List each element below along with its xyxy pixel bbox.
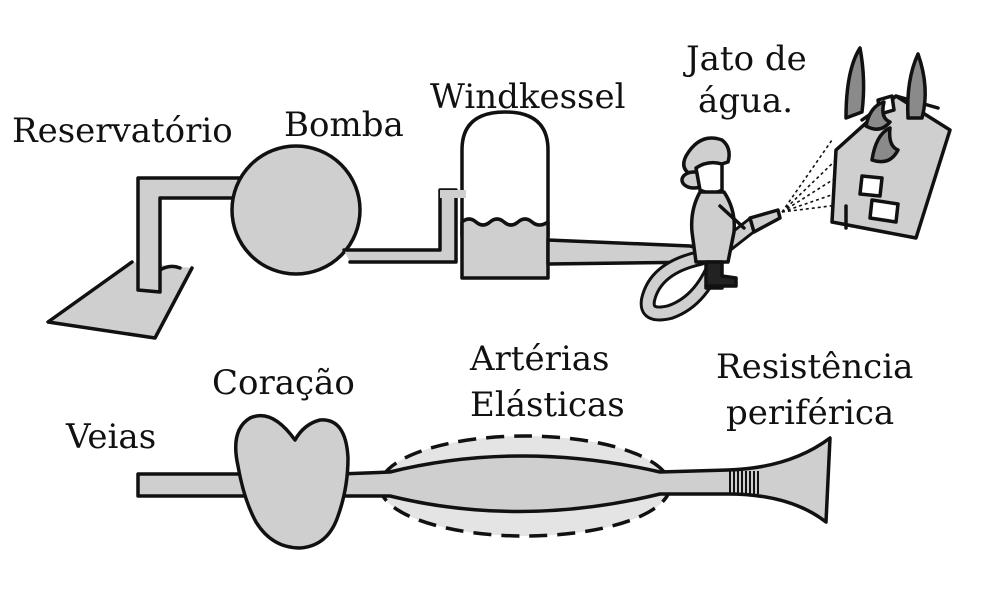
reservoir-label: Reservatório	[12, 111, 233, 151]
cardiovascular-model: Veias Coração Artérias Elásticas Resistê…	[65, 339, 913, 550]
arteries-label-line2: Elásticas	[470, 385, 625, 425]
water-jet-label-line2: água.	[698, 81, 793, 121]
flame	[864, 100, 892, 131]
veins-label: Veias	[65, 417, 156, 457]
pump-label: Bomba	[284, 105, 404, 145]
nozzle	[748, 208, 782, 234]
peripheral-resistance-hatching	[729, 471, 759, 494]
water-jet-label-line1: Jato de	[683, 39, 807, 79]
arteries-label-line1: Artérias	[469, 339, 609, 379]
burning-house	[830, 46, 952, 240]
resistance-label-line2: periférica	[726, 393, 894, 433]
windkessel-chamber	[440, 110, 550, 280]
heart-label: Coração	[212, 363, 355, 403]
firefighter-figure	[680, 136, 746, 290]
resistance-label-line1: Resistência	[716, 347, 913, 387]
flame	[870, 126, 900, 164]
vessel	[136, 472, 252, 498]
hydraulic-model: Reservatório Bomba Windkessel Jato de ág…	[12, 39, 952, 340]
flame	[905, 52, 927, 120]
reservoir	[46, 260, 194, 340]
heart	[234, 413, 350, 550]
windkessel-label: Windkessel	[430, 77, 626, 117]
pump	[230, 144, 362, 276]
flame	[844, 46, 866, 120]
